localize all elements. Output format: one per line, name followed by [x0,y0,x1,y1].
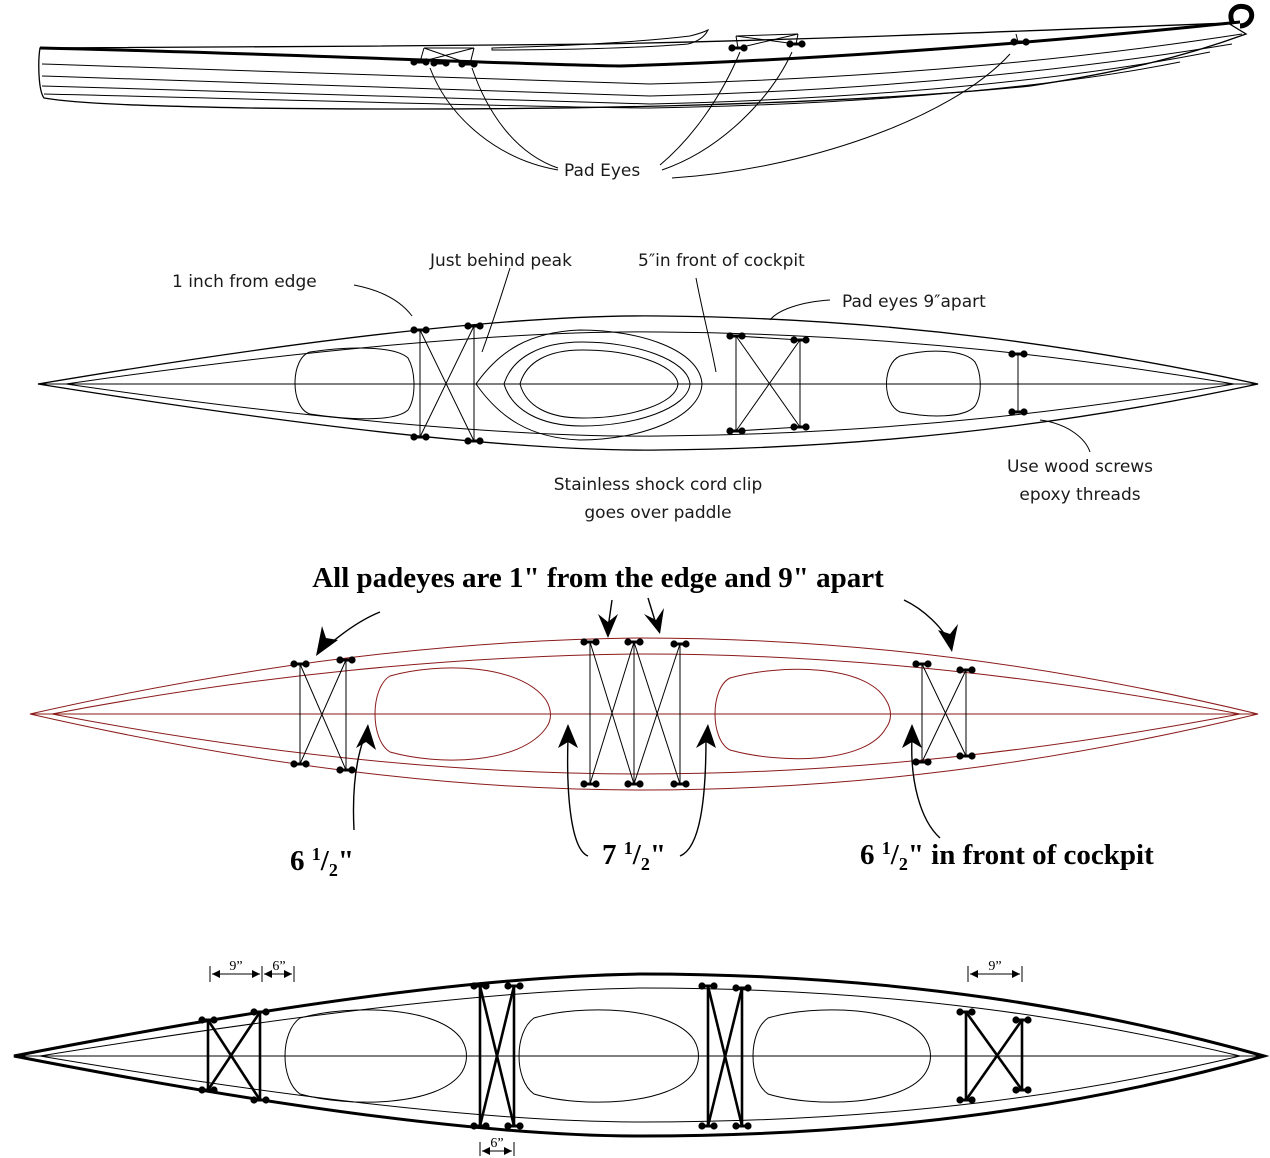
bottom-hatch-1 [284,1009,467,1103]
deck-rigging-front [735,335,801,432]
side-plank-line [41,33,1243,85]
side-plank-line [41,43,1233,97]
measure-label-center: 7 1/2" [602,838,666,874]
side-bow-rigging [1015,33,1019,43]
label-over-paddle: goes over paddle [584,503,731,523]
pointer-arrow-icon [903,599,958,652]
label-wood-screws: Use wood screws [1007,457,1153,477]
pointer-arrow-icon [316,611,381,656]
side-deck-rigging-rear [419,47,475,65]
bow-toggle-handle [1228,3,1255,29]
svg-text:6”: 6” [490,1136,503,1151]
red-rigging-rear [299,659,347,771]
side-deck-rigging-front [735,33,799,49]
label-in-front-of-cockpit: 5″in front of cockpit [638,251,805,271]
pointer-arrow-icon [679,724,716,857]
measure-label-right: 6 1/2" in front of cockpit [860,838,1154,874]
three-cockpit-view: All padeyes are 1" from the edge and 9" … [29,562,1259,880]
bottom-rigging-2 [478,985,516,1127]
measure-label-left: 6 1/2" [290,844,354,880]
label-epoxy-threads: epoxy threads [1019,485,1140,505]
bottom-hull-outline [13,972,1270,1138]
bottom-rigging-1 [206,1011,262,1101]
deck-cockpit-coaming [475,329,703,441]
dimension-marker-left-b: 6” [264,959,295,982]
svg-text:6”: 6” [272,959,285,974]
pointer-arrow-icon [598,599,618,638]
pointer-arrow-icon [558,724,589,857]
svg-text:9”: 9” [988,959,1001,974]
deck-label-leaders [353,267,1091,453]
side-view: Pad Eyes [38,3,1255,181]
deck-rigging-rear [419,325,475,442]
side-plank-line [43,61,1181,109]
bottom-view: 9” 6” 9” 6” [13,959,1270,1156]
deck-front-hatch [886,350,981,417]
side-sheer-line [39,20,1241,68]
pointer-arrow-icon [902,724,941,839]
red-rigging-front [921,663,967,763]
red-rear-hatch [374,667,551,761]
label-pad-eyes-apart: Pad eyes 9″apart [842,292,986,312]
label-shock-cord-clip: Stainless shock cord clip [554,475,763,495]
svg-text:9”: 9” [229,959,242,974]
pointer-arrow-icon [352,724,376,831]
padeye-title: All padeyes are 1" from the edge and 9" … [312,562,884,594]
dimension-marker-left-a: 9” [209,959,263,982]
pad-eyes-label: Pad Eyes [564,161,640,181]
side-hull-outline [38,22,1248,110]
pointer-arrow-icon [644,597,664,634]
red-rigging-center [589,641,681,785]
side-coaming [491,28,710,51]
bottom-cockpit-2 [752,1009,931,1103]
bottom-cockpit-1 [518,1009,699,1103]
dimension-marker-right: 9” [967,959,1023,982]
bottom-rigging-3 [706,985,744,1127]
deck-cockpit-rim [519,349,679,419]
deck-view: 1 inch from edge Just behind peak 5″in f… [37,251,1259,523]
deck-cockpit-opening [503,341,691,427]
pad-eyes-leaders [429,51,1011,179]
label-just-behind-peak: Just behind peak [429,251,572,271]
bottom-rigging-4 [964,1011,1024,1101]
padeye-icon [1008,36,1032,48]
side-plank-line [41,51,1211,105]
deck-rear-hatch [294,347,415,420]
dimension-marker-bottom: 6” [479,1136,515,1156]
red-cockpit-2 [714,668,891,760]
label-1-inch-from-edge: 1 inch from edge [172,272,317,292]
